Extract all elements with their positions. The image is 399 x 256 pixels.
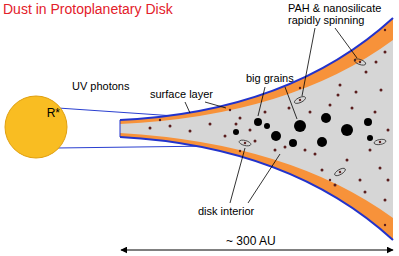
- diagram-title: Dust in Protoplanetary Disk: [3, 1, 173, 17]
- scale-arrow: [121, 250, 393, 251]
- region-label: disk interior: [198, 205, 254, 217]
- uv-ray: [56, 146, 215, 148]
- particle-label: PAH & nanosilicate rapidly spinning: [288, 2, 396, 26]
- dimension-label: ~ 300 AU: [226, 234, 276, 248]
- disk-interior: [120, 40, 393, 218]
- uv-ray: [58, 108, 175, 116]
- disk-boundary: [120, 18, 393, 120]
- star-outline: [4, 95, 68, 159]
- leader-lines: [185, 28, 357, 203]
- small-grains: [149, 29, 390, 226]
- disk-boundary: [120, 137, 393, 240]
- layer-label: surface layer: [150, 88, 213, 100]
- big-grains: [233, 113, 373, 147]
- disk-inner-edge: [120, 120, 121, 137]
- spinning-grains: [239, 58, 387, 178]
- surface-layer: [120, 18, 393, 240]
- star-label: R*: [47, 106, 60, 120]
- photon-label: UV photons: [72, 80, 129, 92]
- star-circle: R*: [4, 95, 68, 159]
- grain-label: big grains: [246, 72, 294, 84]
